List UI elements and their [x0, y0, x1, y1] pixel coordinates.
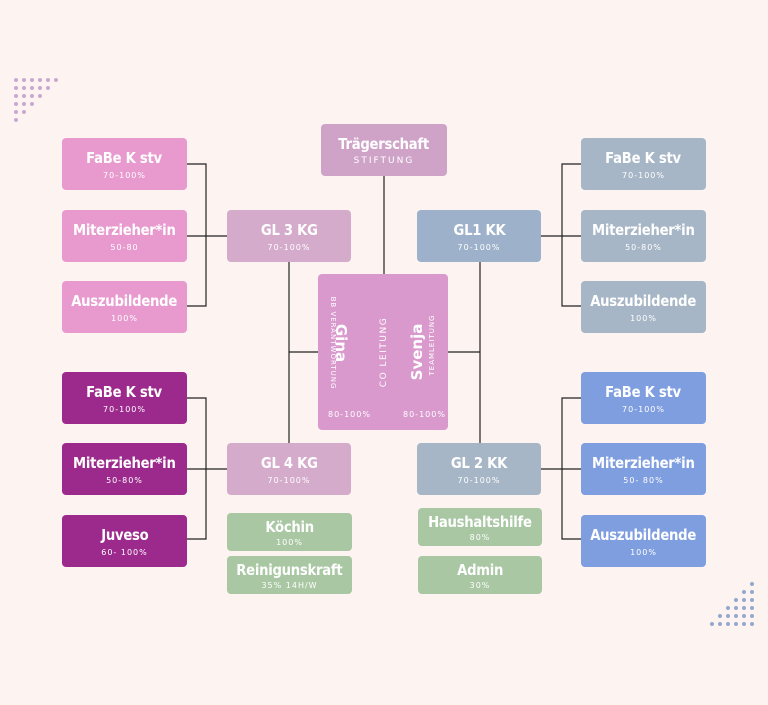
right-top-role-1: FaBe K stv 70-100% — [581, 138, 706, 190]
center-leadership-box — [318, 274, 448, 430]
role-title: Auszubildende — [590, 291, 697, 310]
gl1-box: GL1 KK 70-100% — [417, 210, 541, 262]
right-bottom-role-2: Miterzieher*in 50- 80% — [581, 443, 706, 495]
traegerschaft-title: Trägerschaft — [338, 134, 430, 153]
role-title: FaBe K stv — [86, 382, 163, 401]
role-title: Auszubildende — [71, 291, 178, 310]
role-sub: 50-80 — [110, 242, 139, 252]
role-title: Haushaltshilfe — [428, 512, 532, 531]
left-bottom-role-3: Juveso 60- 100% — [62, 515, 187, 567]
left-top-role-3: Auszubildende 100% — [62, 281, 187, 333]
role-title: Juveso — [100, 525, 149, 544]
haushaltshilfe-box: Haushaltshilfe 80% — [418, 508, 542, 546]
left-top-role-2: Miterzieher*in 50-80 — [62, 210, 187, 262]
svenja-role: TEAMLEITUNG — [428, 314, 436, 376]
role-title: Miterzieher*in — [73, 220, 176, 239]
gl3-box: GL 3 KG 70-100% — [227, 210, 351, 262]
role-title: Köchin — [265, 517, 314, 536]
gl4-box: GL 4 KG 70-100% — [227, 443, 351, 495]
svenja-percent: 80-100% — [403, 410, 446, 419]
gina-role: BB VERANTWORTUNG — [329, 296, 337, 390]
traegerschaft-box: Trägerschaft STIFTUNG — [321, 124, 447, 176]
gl3-sub: 70-100% — [267, 242, 311, 252]
reinigunskraft-box: Reinigunskraft 35% 14H/W — [227, 556, 352, 594]
gl1-title: GL1 KK — [453, 220, 505, 239]
role-sub: 100% — [630, 313, 657, 323]
role-sub: 100% — [276, 537, 303, 547]
decorative-dots-bottom-right — [710, 582, 754, 626]
gl4-sub: 70-100% — [267, 475, 311, 485]
gl2-title: GL 2 KK — [450, 453, 508, 472]
koechin-box: Köchin 100% — [227, 513, 352, 551]
co-leitung-label: CO LEITUNG — [379, 316, 389, 388]
role-sub: 70-100% — [622, 170, 665, 180]
role-sub: 80% — [469, 532, 491, 542]
role-sub: 60- 100% — [101, 547, 148, 557]
role-sub: 70-100% — [103, 170, 146, 180]
role-sub: 30% — [469, 580, 491, 590]
right-bottom-role-3: Auszubildende 100% — [581, 515, 706, 567]
role-sub: 100% — [630, 547, 657, 557]
role-title: FaBe K stv — [605, 148, 682, 167]
role-sub: 50-80% — [625, 242, 662, 252]
role-title: Reinigunskraft — [236, 560, 343, 579]
role-title: Auszubildende — [590, 525, 697, 544]
right-top-role-3: Auszubildende 100% — [581, 281, 706, 333]
role-title: Miterzieher*in — [73, 453, 176, 472]
right-bottom-role-1: FaBe K stv 70-100% — [581, 372, 706, 424]
gl4-title: GL 4 KG — [260, 453, 318, 472]
left-bottom-role-1: FaBe K stv 70-100% — [62, 372, 187, 424]
role-title: Miterzieher*in — [592, 453, 695, 472]
left-top-role-1: FaBe K stv 70-100% — [62, 138, 187, 190]
role-sub: 70-100% — [622, 404, 665, 414]
role-title: FaBe K stv — [86, 148, 163, 167]
role-title: FaBe K stv — [605, 382, 682, 401]
gina-percent: 80-100% — [328, 410, 371, 419]
role-sub: 70-100% — [103, 404, 146, 414]
role-title: Miterzieher*in — [592, 220, 695, 239]
gl3-title: GL 3 KG — [260, 220, 318, 239]
svenja-name: Svenja — [408, 323, 426, 381]
role-sub: 50-80% — [106, 475, 143, 485]
gl1-sub: 70-100% — [457, 242, 501, 252]
gl2-sub: 70-100% — [457, 475, 501, 485]
traegerschaft-sub: STIFTUNG — [353, 155, 415, 166]
left-bottom-role-2: Miterzieher*in 50-80% — [62, 443, 187, 495]
role-title: Admin — [456, 560, 504, 579]
role-sub: 100% — [111, 313, 138, 323]
decorative-dots-top-left — [14, 78, 58, 122]
admin-box: Admin 30% — [418, 556, 542, 594]
role-sub: 50- 80% — [623, 475, 664, 485]
role-sub: 35% 14H/W — [261, 580, 318, 590]
gl2-box: GL 2 KK 70-100% — [417, 443, 541, 495]
right-top-role-2: Miterzieher*in 50-80% — [581, 210, 706, 262]
